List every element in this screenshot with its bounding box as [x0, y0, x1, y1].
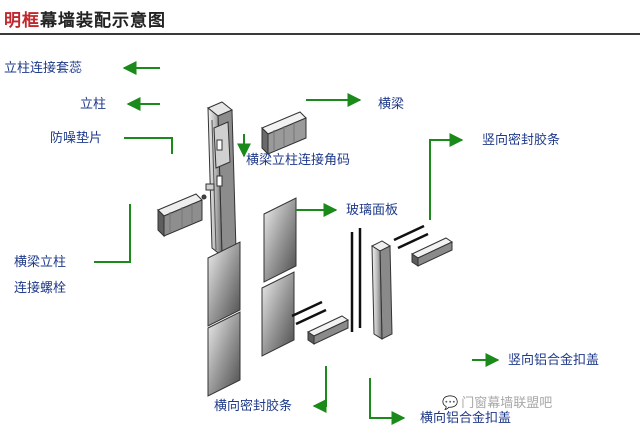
beam-part: [261, 111, 307, 156]
label-glass-panel: 玻璃面板: [346, 203, 399, 218]
page-title: 明框幕墙装配示意图: [4, 6, 166, 31]
column-part: [205, 101, 237, 258]
label-bolt-line2: 连接螺栓: [14, 281, 67, 296]
chat-bubble-icon: 💬: [442, 396, 459, 411]
arrow-vertical-seal: [429, 133, 464, 220]
label-bolt-line1: 横梁立柱: [14, 255, 67, 270]
watermark: 💬门窗幕墙联盟吧: [442, 392, 552, 411]
beam-left-part: [157, 193, 207, 238]
title-rest: 幕墙装配示意图: [40, 11, 166, 31]
title-divider: [0, 33, 640, 35]
label-beam: 横梁: [378, 97, 405, 112]
watermark-text: 门窗幕墙联盟吧: [461, 396, 553, 411]
vertical-seal-strips: [350, 228, 362, 332]
horizontal-cover-lower: [306, 315, 350, 345]
vertical-cover-part: [370, 240, 393, 340]
label-vertical-seal: 竖向密封胶条: [482, 133, 561, 148]
horizontal-seal-strips-right: [393, 224, 429, 250]
arrow-horizontal-seal: [312, 366, 327, 413]
label-horizontal-cover: 横向铝合金扣盖: [420, 411, 512, 426]
title-highlight: 明框: [4, 11, 40, 31]
horizontal-seal-strips-lower: [291, 300, 327, 326]
horizontal-cover-right: [410, 237, 454, 267]
arrow-noise-pad: [124, 137, 173, 154]
arrow-bolt: [94, 204, 131, 263]
label-vertical-cover: 竖向铝合金扣盖: [508, 353, 600, 368]
glass-panels: [207, 197, 297, 397]
leader-arrows: [94, 61, 500, 425]
label-noise-pad: 防噪垫片: [50, 131, 103, 146]
label-column: 立柱: [80, 97, 107, 112]
label-corner-connector: 横梁立柱连接角码: [246, 153, 351, 168]
arrow-horizontal-cover: [369, 378, 406, 425]
label-column-sleeve: 立柱连接套蕊: [4, 61, 83, 76]
label-horizontal-seal: 横向密封胶条: [214, 399, 293, 414]
